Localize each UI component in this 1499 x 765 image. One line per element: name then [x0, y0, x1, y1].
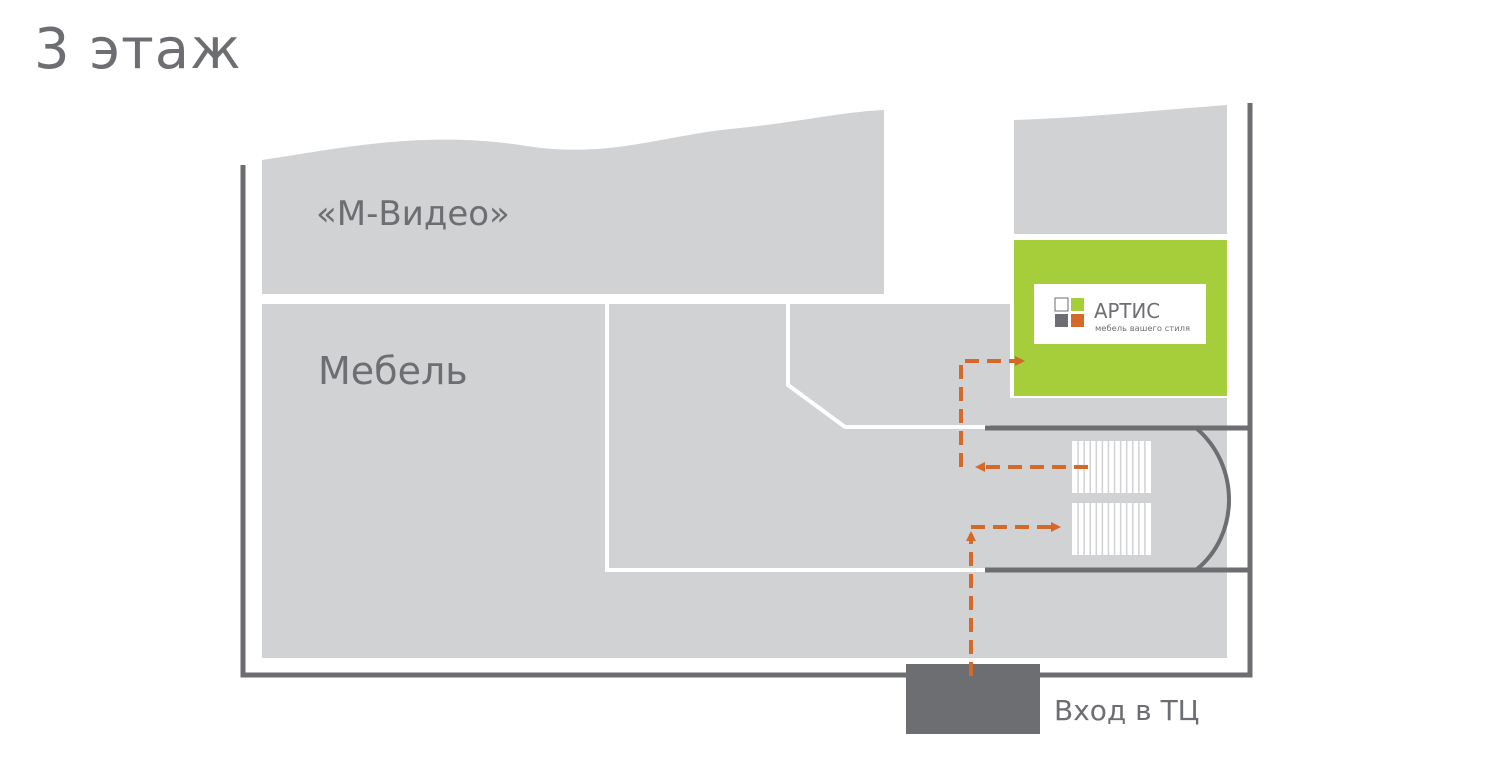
outer-wall-right [1040, 103, 1253, 678]
store-label-mebel: Мебель [318, 349, 468, 393]
artis-squares-logo-icon [1054, 297, 1084, 327]
entrance-label: Вход в ТЦ [1054, 694, 1199, 727]
artis-tagline: мебель вашего стиля [1095, 324, 1190, 333]
zone-right-top [1014, 105, 1227, 234]
outer-wall-left [240, 165, 906, 678]
escalator-curve [1194, 426, 1231, 572]
zone-mvideo[interactable] [262, 110, 884, 294]
escalator-step-bg [1072, 503, 1151, 555]
escalator-steps-icon [1072, 503, 1151, 555]
separator-corridor [786, 304, 990, 429]
floor-title: 3 этаж [34, 17, 242, 82]
store-label-mvideo: «М-Видео» [316, 194, 510, 234]
artis-name: АРТИС [1094, 299, 1160, 323]
dashed-route-arrow-icon [959, 356, 1088, 676]
route-up-to-artis [959, 356, 1025, 467]
